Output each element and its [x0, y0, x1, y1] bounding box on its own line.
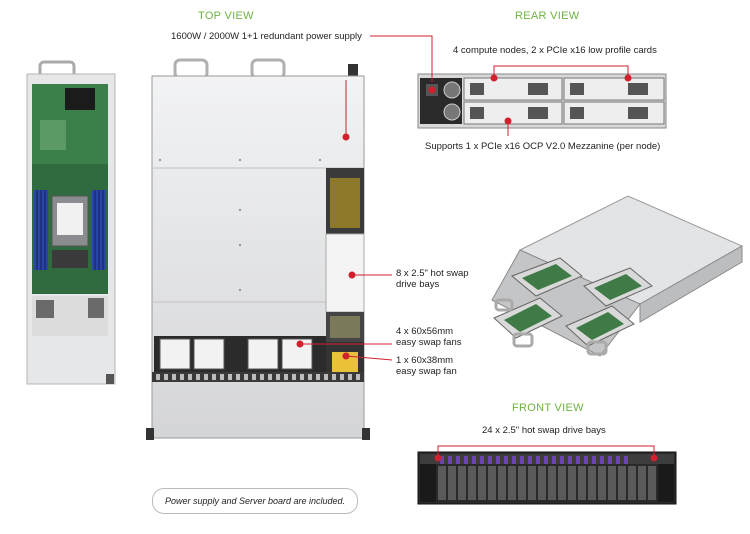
- node-dot-left: [490, 74, 498, 82]
- fans-56-callout-line2: easy swap fans: [396, 337, 462, 348]
- ocp-dot: [504, 117, 512, 125]
- top-view-heading: TOP VIEW: [198, 10, 254, 22]
- isometric-view-image: [491, 195, 744, 357]
- compute-nodes-callout: 4 compute nodes, 2 x PCIe x16 low profil…: [453, 45, 657, 56]
- drive-bays-callout: 8 x 2.5" hot swap drive bays: [396, 268, 469, 290]
- rear-view-heading: REAR VIEW: [515, 10, 580, 22]
- fans-56-callout-line1: 4 x 60x56mm: [396, 326, 454, 337]
- drive-bays-callout-line2: drive bays: [396, 279, 440, 290]
- psu-dot: [428, 86, 436, 94]
- fan-38-callout: 1 x 60x38mm easy swap fan: [396, 355, 457, 377]
- node-dot-right: [624, 74, 632, 82]
- fan-38-callout-line2: easy swap fan: [396, 366, 457, 377]
- front-view-heading: FRONT VIEW: [512, 402, 584, 414]
- ocp-mezzanine-callout: Supports 1 x PCIe x16 OCP V2.0 Mezzanine…: [425, 141, 661, 152]
- power-supply-callout: 1600W / 2000W 1+1 redundant power supply: [171, 31, 362, 42]
- front-dot-left: [434, 454, 442, 462]
- fan56-dot: [296, 340, 304, 348]
- fan38-dot: [342, 352, 350, 360]
- drive-bays-callout-line1: 8 x 2.5" hot swap: [396, 268, 469, 279]
- front-drive-bays-callout: 24 x 2.5" hot swap drive bays: [482, 425, 606, 436]
- fans-56-callout: 4 x 60x56mm easy swap fans: [396, 326, 461, 348]
- callout-leaders: [302, 35, 655, 458]
- included-note: Power supply and Server board are includ…: [152, 488, 358, 514]
- callout-dots: [296, 74, 658, 462]
- front-view-image: [417, 451, 677, 505]
- fan-38-callout-line1: 1 x 60x38mm: [396, 355, 454, 366]
- drive-bay-dot: [348, 271, 356, 279]
- top-view-chassis-image: [146, 58, 370, 440]
- rear-view-image: [417, 73, 667, 129]
- top-psu-dot: [342, 133, 350, 141]
- compute-node-board-image: [26, 60, 116, 385]
- front-dot-right: [650, 454, 658, 462]
